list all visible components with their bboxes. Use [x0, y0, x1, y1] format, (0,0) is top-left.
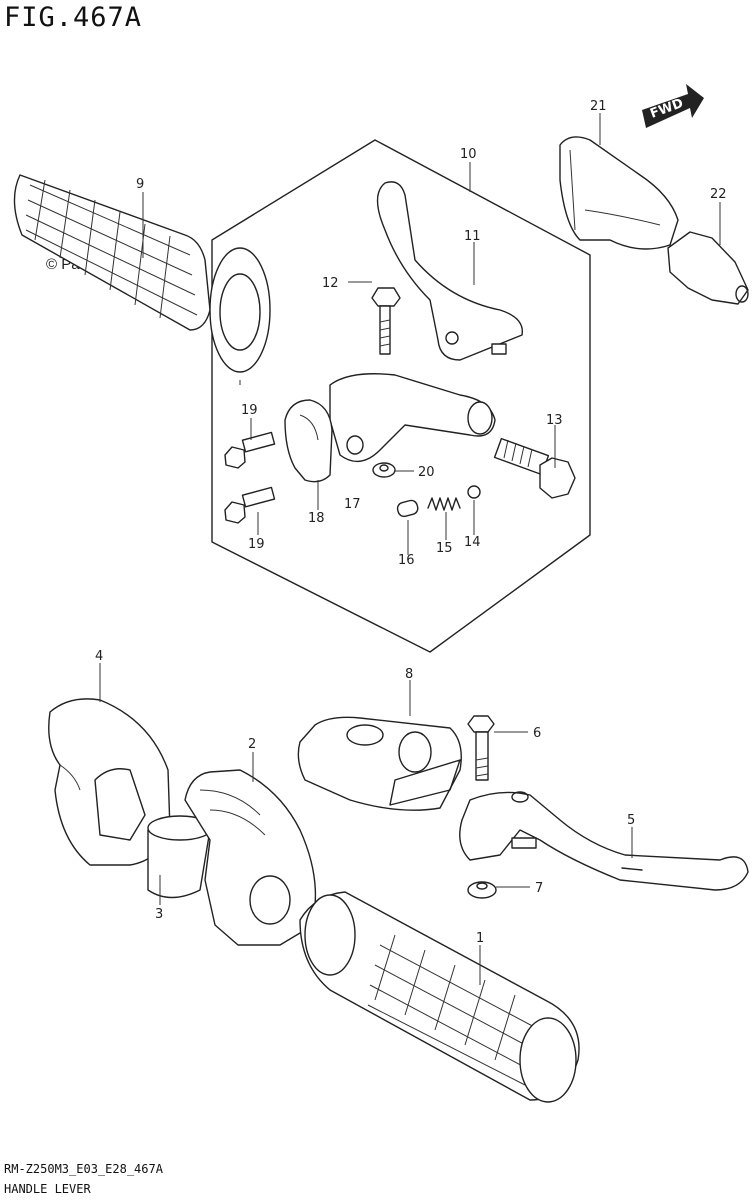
part-label-3: 3: [155, 907, 163, 922]
part-label-10: 10: [460, 147, 477, 162]
part-label-7: 7: [535, 881, 543, 896]
detent-ball[interactable]: [467, 485, 481, 499]
part-label-12: 12: [322, 276, 339, 291]
detent-spring[interactable]: [427, 497, 461, 511]
lower-lever[interactable]: [459, 791, 749, 891]
lever-holder[interactable]: [329, 373, 496, 463]
part-label-8: 8: [405, 667, 413, 682]
part-label-19-upper: 19: [241, 403, 258, 418]
throttle-collar[interactable]: [147, 815, 213, 899]
part-label-2: 2: [248, 737, 256, 752]
cable-adjuster[interactable]: [493, 437, 576, 499]
left-grip[interactable]: [13, 174, 271, 373]
part-label-22: 22: [710, 187, 727, 202]
part-label-19-lower: 19: [248, 537, 265, 552]
holder-nut[interactable]: [372, 462, 396, 478]
lower-pivot-nut[interactable]: [467, 881, 497, 899]
lever-boot[interactable]: [297, 716, 462, 811]
part-label-17: 17: [344, 497, 361, 512]
holder-clamp[interactable]: [284, 399, 333, 483]
assembly-outline: [211, 139, 591, 653]
clamp-bolt-lower[interactable]: [224, 486, 276, 524]
clutch-lever-upper[interactable]: [376, 181, 524, 361]
part-label-20: 20: [418, 465, 435, 480]
detent-cylinder[interactable]: [396, 499, 419, 518]
part-label-9: 9: [136, 177, 144, 192]
right-grip[interactable]: [299, 891, 580, 1103]
part-label-6: 6: [533, 726, 541, 741]
pivot-bolt[interactable]: [371, 287, 401, 355]
part-label-16: 16: [398, 553, 415, 568]
cable-adjuster-knob[interactable]: [667, 231, 749, 305]
part-label-21: 21: [590, 99, 607, 114]
part-label-14: 14: [464, 535, 481, 550]
part-label-11: 11: [464, 229, 481, 244]
part-label-18: 18: [308, 511, 325, 526]
part-label-5: 5: [627, 813, 635, 828]
clamp-bolt-upper[interactable]: [224, 431, 276, 469]
footer-code: RM-Z250M3_E03_E28_467A: [4, 1162, 163, 1176]
leader-lines: [99, 113, 721, 985]
lower-pivot-bolt[interactable]: [467, 715, 495, 781]
part-label-13: 13: [546, 413, 563, 428]
figure-title: FIG.467A: [4, 2, 143, 33]
lever-cover[interactable]: [559, 136, 679, 250]
forward-arrow: FWD: [642, 84, 704, 128]
part-label-1: 1: [476, 931, 484, 946]
part-label-4: 4: [95, 649, 103, 664]
part-labels: 9 10 11 12 13 14 15 16 17 18 19 19 20 21…: [95, 99, 727, 946]
footer-label: HANDLE LEVER: [4, 1182, 91, 1196]
part-label-15: 15: [436, 541, 453, 556]
